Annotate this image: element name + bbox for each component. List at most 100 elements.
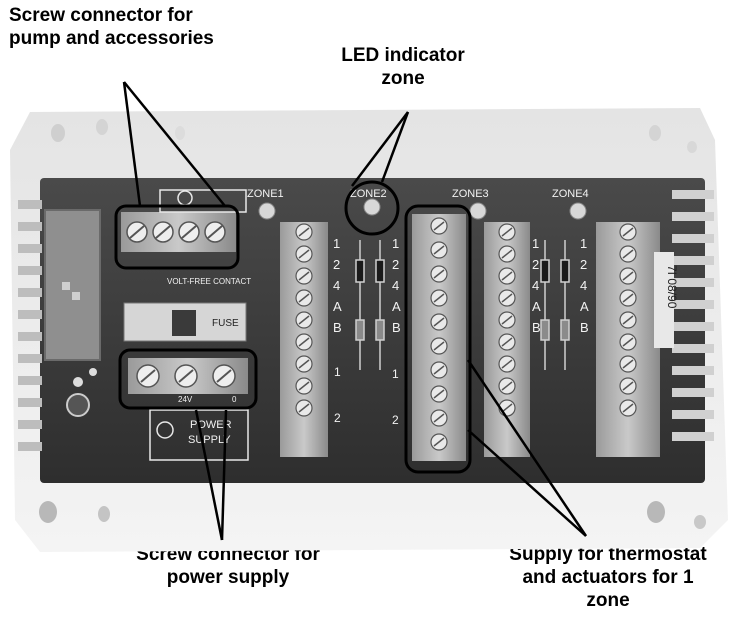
zone-supply-highlight (404, 204, 472, 474)
terminal-screw-slot (622, 271, 634, 281)
terminal-screw-slot (501, 337, 513, 347)
terminal-screw-slot (622, 381, 634, 391)
terminal-screw-slot (433, 221, 445, 231)
terminal-screw-slot (622, 337, 634, 347)
terminal-screw-slot (622, 359, 634, 369)
power-connector-highlight (118, 348, 258, 410)
pump-callout-line-2: pump and accessories (9, 28, 214, 49)
heat-sink-fins-left (18, 200, 42, 451)
fuse-label: FUSE (212, 318, 239, 329)
volt-free-contact-label: VOLT-FREE CONTACT (167, 277, 251, 286)
terminal-screw-slot (433, 341, 445, 351)
group-label-1b: 1 (392, 367, 399, 381)
terminal-label: 1 (532, 236, 539, 251)
terminal-screw-slot (298, 249, 310, 259)
terminal-label: B (392, 320, 401, 335)
power-terminal-block (128, 358, 248, 394)
pump-connector-highlight (114, 204, 240, 270)
heat-sink-fins-right (672, 190, 714, 441)
terminal-label: A (532, 299, 541, 314)
power-voltage-label: 24V (178, 395, 193, 404)
terminal-screw-slot (622, 227, 634, 237)
power-callout-line-2: power supply (166, 567, 290, 588)
terminal-label: A (333, 299, 342, 314)
terminal-label: 2 (392, 257, 399, 272)
pump-connector-callout: Screw connector for pump and accessories (9, 4, 214, 50)
terminal-screw-slot (501, 315, 513, 325)
terminal-screw-slot (298, 359, 310, 369)
terminal-screw-slot (298, 271, 310, 281)
terminal-screw-slot (433, 317, 445, 327)
terminal-label: 4 (532, 278, 539, 293)
terminal-screw-slot (298, 337, 310, 347)
zone-supply-callout-line-2: and actuators for 1 (522, 567, 694, 588)
terminal-label: A (580, 299, 589, 314)
terminal-label: A (392, 299, 401, 314)
diode-resistor-array-left (355, 240, 385, 370)
terminal-screw-slot (433, 365, 445, 375)
terminal-screw-slot (433, 389, 445, 399)
terminal-label: 2 (333, 257, 340, 272)
terminal-label: B (333, 320, 342, 335)
terminal-screw-slot (501, 249, 513, 259)
zone-supply-callout: Supply for thermostat and actuators for … (478, 543, 738, 612)
led-callout-line-2: zone (381, 68, 425, 89)
terminal-label: 4 (580, 278, 587, 293)
zone-supply-callout-line-3: zone (586, 590, 630, 611)
terminal-label: 1 (580, 236, 587, 251)
terminal-screw-slot (298, 381, 310, 391)
terminal-label: 4 (333, 278, 340, 293)
zone-2-led (363, 198, 381, 216)
group-label-1: 1 (334, 365, 341, 379)
terminal-screw-slot (501, 227, 513, 237)
group-label-2b: 2 (392, 413, 399, 427)
callout-arrows (122, 81, 588, 541)
terminal-screw-slot (433, 269, 445, 279)
terminal-label: 4 (392, 278, 399, 293)
pump-callout-line-1: Screw connector for (9, 5, 193, 26)
led-zone-highlight (344, 180, 400, 236)
terminal-label: 1 (333, 236, 340, 251)
terminal-screw-slot (501, 359, 513, 369)
transformer (44, 209, 101, 361)
terminal-label: 2 (532, 257, 539, 272)
fuse: FUSE (123, 302, 247, 342)
terminal-screw-slot (622, 315, 634, 325)
zone-1-led (258, 202, 276, 220)
side-sticker-text: 7I 08/90 (665, 265, 679, 309)
terminal-label: 1 (392, 236, 399, 251)
terminal-label: 2 (580, 257, 587, 272)
terminal-label: B (532, 320, 541, 335)
terminal-screw-slot (501, 381, 513, 391)
terminal-screw-slot (298, 315, 310, 325)
terminal-screw-slot (433, 293, 445, 303)
terminal-label: B (580, 320, 589, 335)
terminal-screw-slot (433, 437, 445, 447)
zone-label-1: ZONE1 (247, 188, 284, 200)
zone-label-2: ZONE2 (350, 188, 387, 200)
diode-resistor-array-right (540, 240, 570, 370)
led-indicator-callout: LED indicator zone (328, 44, 478, 90)
terminal-screw-slot (501, 271, 513, 281)
zone-label-4: ZONE4 (552, 188, 589, 200)
power-label-line-2: SUPPLY (188, 434, 231, 446)
terminal-screw-slot (501, 403, 513, 413)
capacitor (66, 368, 97, 417)
zone-label-3: ZONE3 (452, 188, 489, 200)
terminal-screw-slot (622, 403, 634, 413)
power-mark-0: 0 (232, 395, 237, 404)
led-callout-line-1: LED indicator (341, 45, 465, 66)
group-label-2: 2 (334, 411, 341, 425)
terminal-screw-slot (433, 413, 445, 423)
zone-4-led (569, 202, 587, 220)
terminal-screw-slot (433, 245, 445, 255)
zone-3-led (469, 202, 487, 220)
terminal-screw-slot (298, 293, 310, 303)
terminal-screw-slot (622, 293, 634, 303)
zone-supply-callout-line-1: Supply for thermostat (509, 544, 707, 565)
terminal-screw-slot (298, 403, 310, 413)
terminal-screw-slot (622, 249, 634, 259)
terminal-screw-slot (501, 293, 513, 303)
pump-terminal-block (121, 212, 236, 252)
